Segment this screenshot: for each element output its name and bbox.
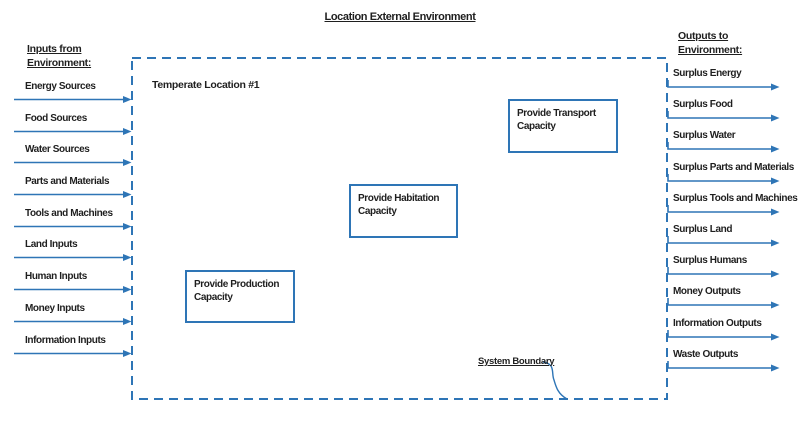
input-label: Tools and Machines [25, 207, 113, 219]
input-label: Information Inputs [25, 334, 106, 346]
input-item: Tools and Machines [14, 207, 132, 239]
right-arrow-icon [14, 222, 132, 230]
output-item: Surplus Humans [667, 255, 800, 286]
inputs-header-line1: Inputs from [27, 43, 82, 55]
right-arrow-icon [14, 127, 132, 135]
input-item: Land Inputs [14, 238, 132, 270]
output-item: Waste Outputs [667, 349, 800, 380]
outputs-header-line1: Outputs to [678, 30, 729, 42]
input-item: Money Inputs [14, 302, 132, 334]
elbow-right-arrow-icon [667, 329, 780, 340]
input-item: Energy Sources [14, 80, 132, 112]
input-label: Money Inputs [25, 302, 85, 314]
input-item: Water Sources [14, 143, 132, 175]
output-item: Surplus Parts and Materials [667, 162, 800, 193]
inputs-header-line2: Environment: [27, 56, 92, 69]
right-arrow-icon [14, 317, 132, 325]
output-item: Surplus Tools and Machines [667, 193, 800, 224]
outputs-list: Surplus Energy Surplus Food Surplus Wate… [667, 68, 800, 380]
function-box-habitation: Provide Habitation Capacity [349, 184, 458, 238]
location-label: Temperate Location #1 [152, 79, 260, 91]
input-label: Water Sources [25, 144, 90, 156]
output-label: Surplus Food [673, 99, 733, 111]
output-label: Information Outputs [673, 317, 762, 329]
input-label: Human Inputs [25, 271, 87, 283]
elbow-right-arrow-icon [667, 267, 780, 278]
output-label: Surplus Water [673, 130, 736, 142]
inputs-list: Energy Sources Food Sources Water Source… [14, 80, 132, 365]
output-label: Surplus Energy [673, 68, 742, 79]
function-box-transport: Provide Transport Capacity [508, 99, 618, 153]
input-label: Food Sources [25, 112, 87, 124]
input-item: Parts and Materials [14, 175, 132, 207]
right-arrow-icon [14, 96, 132, 103]
elbow-right-arrow-icon [667, 204, 780, 216]
output-item: Surplus Food [667, 99, 800, 130]
output-item: Information Outputs [667, 318, 800, 349]
boundary-pointer-squiggle [542, 361, 568, 400]
input-item: Information Inputs [14, 334, 132, 366]
output-label: Surplus Tools and Machines [673, 192, 798, 204]
elbow-right-arrow-icon [667, 80, 780, 91]
function-box-production: Provide Production Capacity [185, 270, 295, 323]
elbow-right-arrow-icon [667, 298, 780, 309]
inputs-header: Inputs from Environment: [27, 43, 91, 70]
elbow-right-arrow-icon [667, 235, 780, 247]
output-label: Waste Outputs [673, 348, 738, 360]
output-item: Money Outputs [667, 286, 800, 317]
outputs-header-line2: Environment: [678, 43, 743, 56]
elbow-right-arrow-icon [667, 173, 780, 185]
system-boundary-label: System Boundary [478, 356, 555, 367]
outputs-header: Outputs to Environment: [678, 30, 742, 57]
output-item: Surplus Energy [667, 68, 800, 99]
output-label: Surplus Humans [673, 255, 747, 267]
right-arrow-icon [14, 254, 132, 262]
elbow-right-arrow-icon [667, 111, 780, 122]
right-arrow-icon [14, 286, 132, 294]
input-item: Food Sources [14, 112, 132, 144]
output-label: Surplus Land [673, 223, 733, 235]
output-label: Surplus Parts and Materials [673, 161, 794, 173]
input-label: Land Inputs [25, 239, 78, 251]
output-item: Surplus Water [667, 130, 800, 161]
right-arrow-icon [14, 349, 132, 357]
input-item: Human Inputs [14, 270, 132, 302]
input-label: Energy Sources [25, 81, 96, 92]
page-title: Location External Environment [324, 11, 476, 23]
right-arrow-icon [14, 191, 132, 199]
elbow-right-arrow-icon [667, 142, 780, 153]
elbow-right-arrow-icon [667, 360, 780, 372]
output-label: Money Outputs [673, 286, 741, 298]
right-arrow-icon [14, 159, 132, 167]
input-label: Parts and Materials [25, 176, 110, 188]
output-item: Surplus Land [667, 224, 800, 255]
